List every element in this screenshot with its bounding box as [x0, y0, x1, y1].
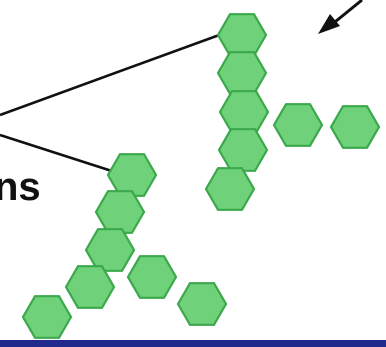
hexagon-icon: [217, 128, 269, 172]
leader-line-lower: [0, 133, 119, 175]
hexagon-icon: [272, 103, 324, 147]
arrow-pointing-down-left-icon: [318, 0, 363, 34]
hexagon-icon: [21, 295, 73, 339]
hexagon-icon: [64, 265, 116, 309]
bottom-bar: [0, 340, 386, 347]
branched-chain-lower: [21, 153, 228, 339]
leader-line-upper: [0, 32, 223, 117]
hexagon-icon: [106, 153, 158, 197]
branched-chain-upper: [204, 13, 381, 211]
hexagon-icon: [204, 167, 256, 211]
hexagon-icon: [94, 190, 146, 234]
hexagon-icon: [216, 13, 268, 57]
hexagon-icon: [218, 90, 270, 134]
hexagon-icon: [126, 255, 178, 299]
hexagon-icon: [329, 105, 381, 149]
hexagon-icon: [84, 228, 136, 272]
hexagon-icon: [216, 51, 268, 95]
leader-lines: [0, 32, 223, 175]
label-text: ns: [0, 165, 41, 209]
hexagon-icon: [176, 282, 228, 326]
